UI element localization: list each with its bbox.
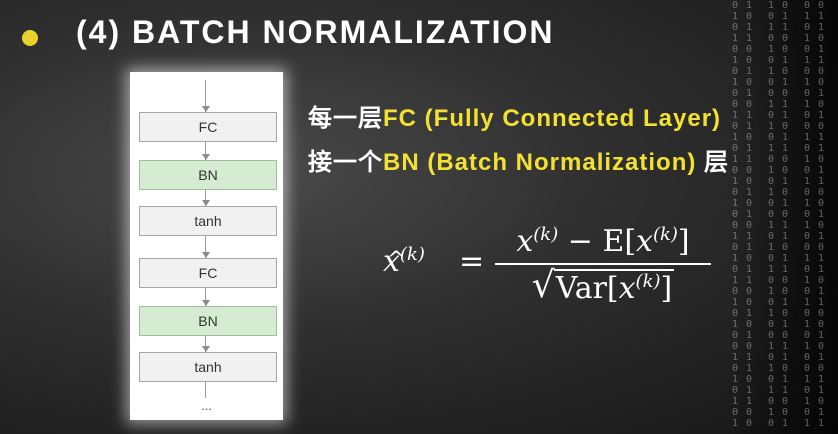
diagram-ellipsis: ... xyxy=(201,398,212,413)
connection-line xyxy=(205,80,206,398)
formula-variable: x xyxy=(618,271,636,306)
slide-title: (4) BATCH NORMALIZATION xyxy=(76,14,555,50)
formula-fraction: x(k) − E[x(k)] √ Var[x(k)] xyxy=(495,224,711,306)
description-text: 每一层 xyxy=(308,105,383,132)
matrix-column: 0 0 1 1 0 1 1 0 0 1 1 1 0 0 1 0 0 1 1 0 … xyxy=(804,0,826,429)
formula-superscript: (k) xyxy=(399,244,425,265)
layer-tanh: tanh xyxy=(139,352,277,382)
arrow-down-icon xyxy=(202,154,210,160)
radical-icon: √ xyxy=(531,265,555,306)
formula-superscript: (k) xyxy=(635,271,661,292)
formula-operator: − E[ xyxy=(558,224,637,259)
formula-operator: Var[ xyxy=(555,271,619,306)
layer-tanh: tanh xyxy=(139,206,277,236)
formula-lhs: ^ x(k) xyxy=(383,244,425,279)
formula-equals: = xyxy=(459,244,485,279)
arrow-down-icon xyxy=(202,200,210,206)
formula-superscript: (k) xyxy=(533,224,559,245)
description-line-1: 每一层FC (Fully Connected Layer) xyxy=(308,98,721,133)
title-bullet-icon xyxy=(22,30,38,46)
layer-bn: BN xyxy=(139,160,277,190)
matrix-code-background: 0 1 1 0 0 1 1 1 0 0 1 0 0 1 1 0 0 1 0 0 … xyxy=(728,0,838,434)
description-text: 层 xyxy=(696,149,730,176)
formula-variable: x xyxy=(636,224,653,259)
formula-variable: x xyxy=(516,224,534,259)
description-highlight: FC (Fully Connected Layer) xyxy=(383,105,722,132)
description-text: 接一个 xyxy=(308,149,383,176)
formula-bracket: ] xyxy=(677,224,690,259)
matrix-column: 0 1 1 0 0 1 1 1 0 0 1 0 0 1 1 0 0 1 0 0 … xyxy=(732,0,754,429)
layer-fc: FC xyxy=(139,112,277,142)
layer-fc: FC xyxy=(139,258,277,288)
formula-superscript: (k) xyxy=(652,224,678,245)
description-line-2: 接一个BN (Batch Normalization) 层 xyxy=(308,142,729,177)
network-diagram: FC BN tanh FC BN tanh ... xyxy=(130,72,283,420)
matrix-column: 1 0 0 1 1 1 0 0 1 0 0 1 1 0 0 1 0 0 1 1 … xyxy=(768,0,790,429)
square-root: √ Var[x(k)] xyxy=(532,265,675,306)
arrow-down-icon xyxy=(202,346,210,352)
layer-bn: BN xyxy=(139,306,277,336)
formula-variable: x xyxy=(383,244,400,279)
fraction-bar xyxy=(495,263,711,265)
formula-denominator: √ Var[x(k)] xyxy=(495,265,711,306)
radicand: Var[x(k)] xyxy=(553,269,675,306)
arrow-down-icon xyxy=(202,106,210,112)
arrow-down-icon xyxy=(202,252,210,258)
formula-numerator: x(k) − E[x(k)] xyxy=(495,224,711,259)
formula-bracket: ] xyxy=(660,271,673,306)
arrow-down-icon xyxy=(202,300,210,306)
description-highlight: BN (Batch Normalization) xyxy=(383,149,697,176)
hat-accent: ^ xyxy=(387,248,406,273)
